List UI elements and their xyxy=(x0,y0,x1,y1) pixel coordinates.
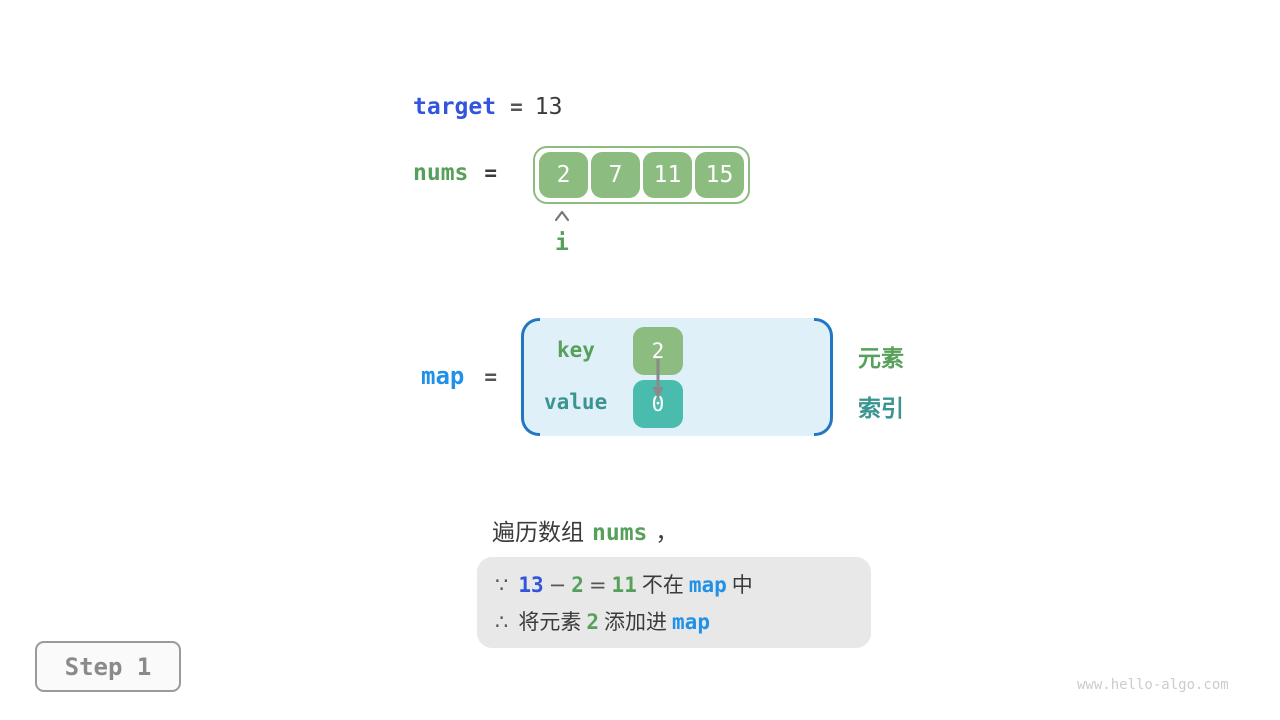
down-arrow-icon xyxy=(652,359,664,400)
index-pointer-label: i xyxy=(555,230,569,256)
caption-suffix: ， xyxy=(655,520,679,546)
step-badge: Step 1 xyxy=(35,641,181,692)
target-row: target = 13 xyxy=(413,94,562,120)
map-ref: map xyxy=(672,610,710,634)
caption-prefix: 遍历数组 xyxy=(492,520,584,546)
map-container: key 2 value 0 xyxy=(521,318,833,436)
equals-sign: = xyxy=(484,161,498,185)
element-side-label: 元素 xyxy=(858,346,904,372)
add-mid-text: 添加进 xyxy=(604,610,668,634)
nums-array: 2 7 11 15 xyxy=(533,146,750,204)
minus-sign: − xyxy=(548,573,567,597)
array-cell: 11 xyxy=(643,152,692,198)
therefore-symbol: ∴ xyxy=(495,610,509,634)
array-cell: 7 xyxy=(591,152,640,198)
in-suffix-text: 中 xyxy=(731,573,753,597)
equals-sign: = xyxy=(510,95,523,119)
subtrahend: 2 xyxy=(571,573,584,597)
because-symbol: ∵ xyxy=(495,573,509,597)
map-ref: map xyxy=(688,573,727,597)
up-chevron-icon xyxy=(554,210,570,222)
array-cell: 2 xyxy=(539,152,588,198)
equals-sign: = xyxy=(588,573,607,597)
caption-row: 遍历数组 nums ， xyxy=(492,513,678,547)
key-label: key xyxy=(557,338,595,362)
add-prefix-text: 将元素 xyxy=(518,610,582,634)
caption-code: nums xyxy=(592,520,648,546)
array-cell: 15 xyxy=(695,152,744,198)
target-value: 13 xyxy=(534,94,563,120)
difference: 11 xyxy=(611,573,637,597)
minuend: 13 xyxy=(518,573,544,597)
nums-keyword: nums xyxy=(413,160,469,186)
equals-sign: = xyxy=(484,365,498,389)
watermark: www.hello-algo.com xyxy=(1077,677,1229,693)
value-label: value xyxy=(544,390,608,414)
map-keyword: map xyxy=(421,362,465,390)
index-side-label: 索引 xyxy=(858,396,904,422)
not-in-text: 不在 xyxy=(641,573,684,597)
left-bracket-icon xyxy=(521,318,540,436)
right-bracket-icon xyxy=(814,318,833,436)
element-value: 2 xyxy=(586,610,600,634)
target-keyword: target xyxy=(413,94,497,120)
nums-label-row: nums = xyxy=(413,160,497,186)
map-label-row: map = xyxy=(421,362,497,390)
